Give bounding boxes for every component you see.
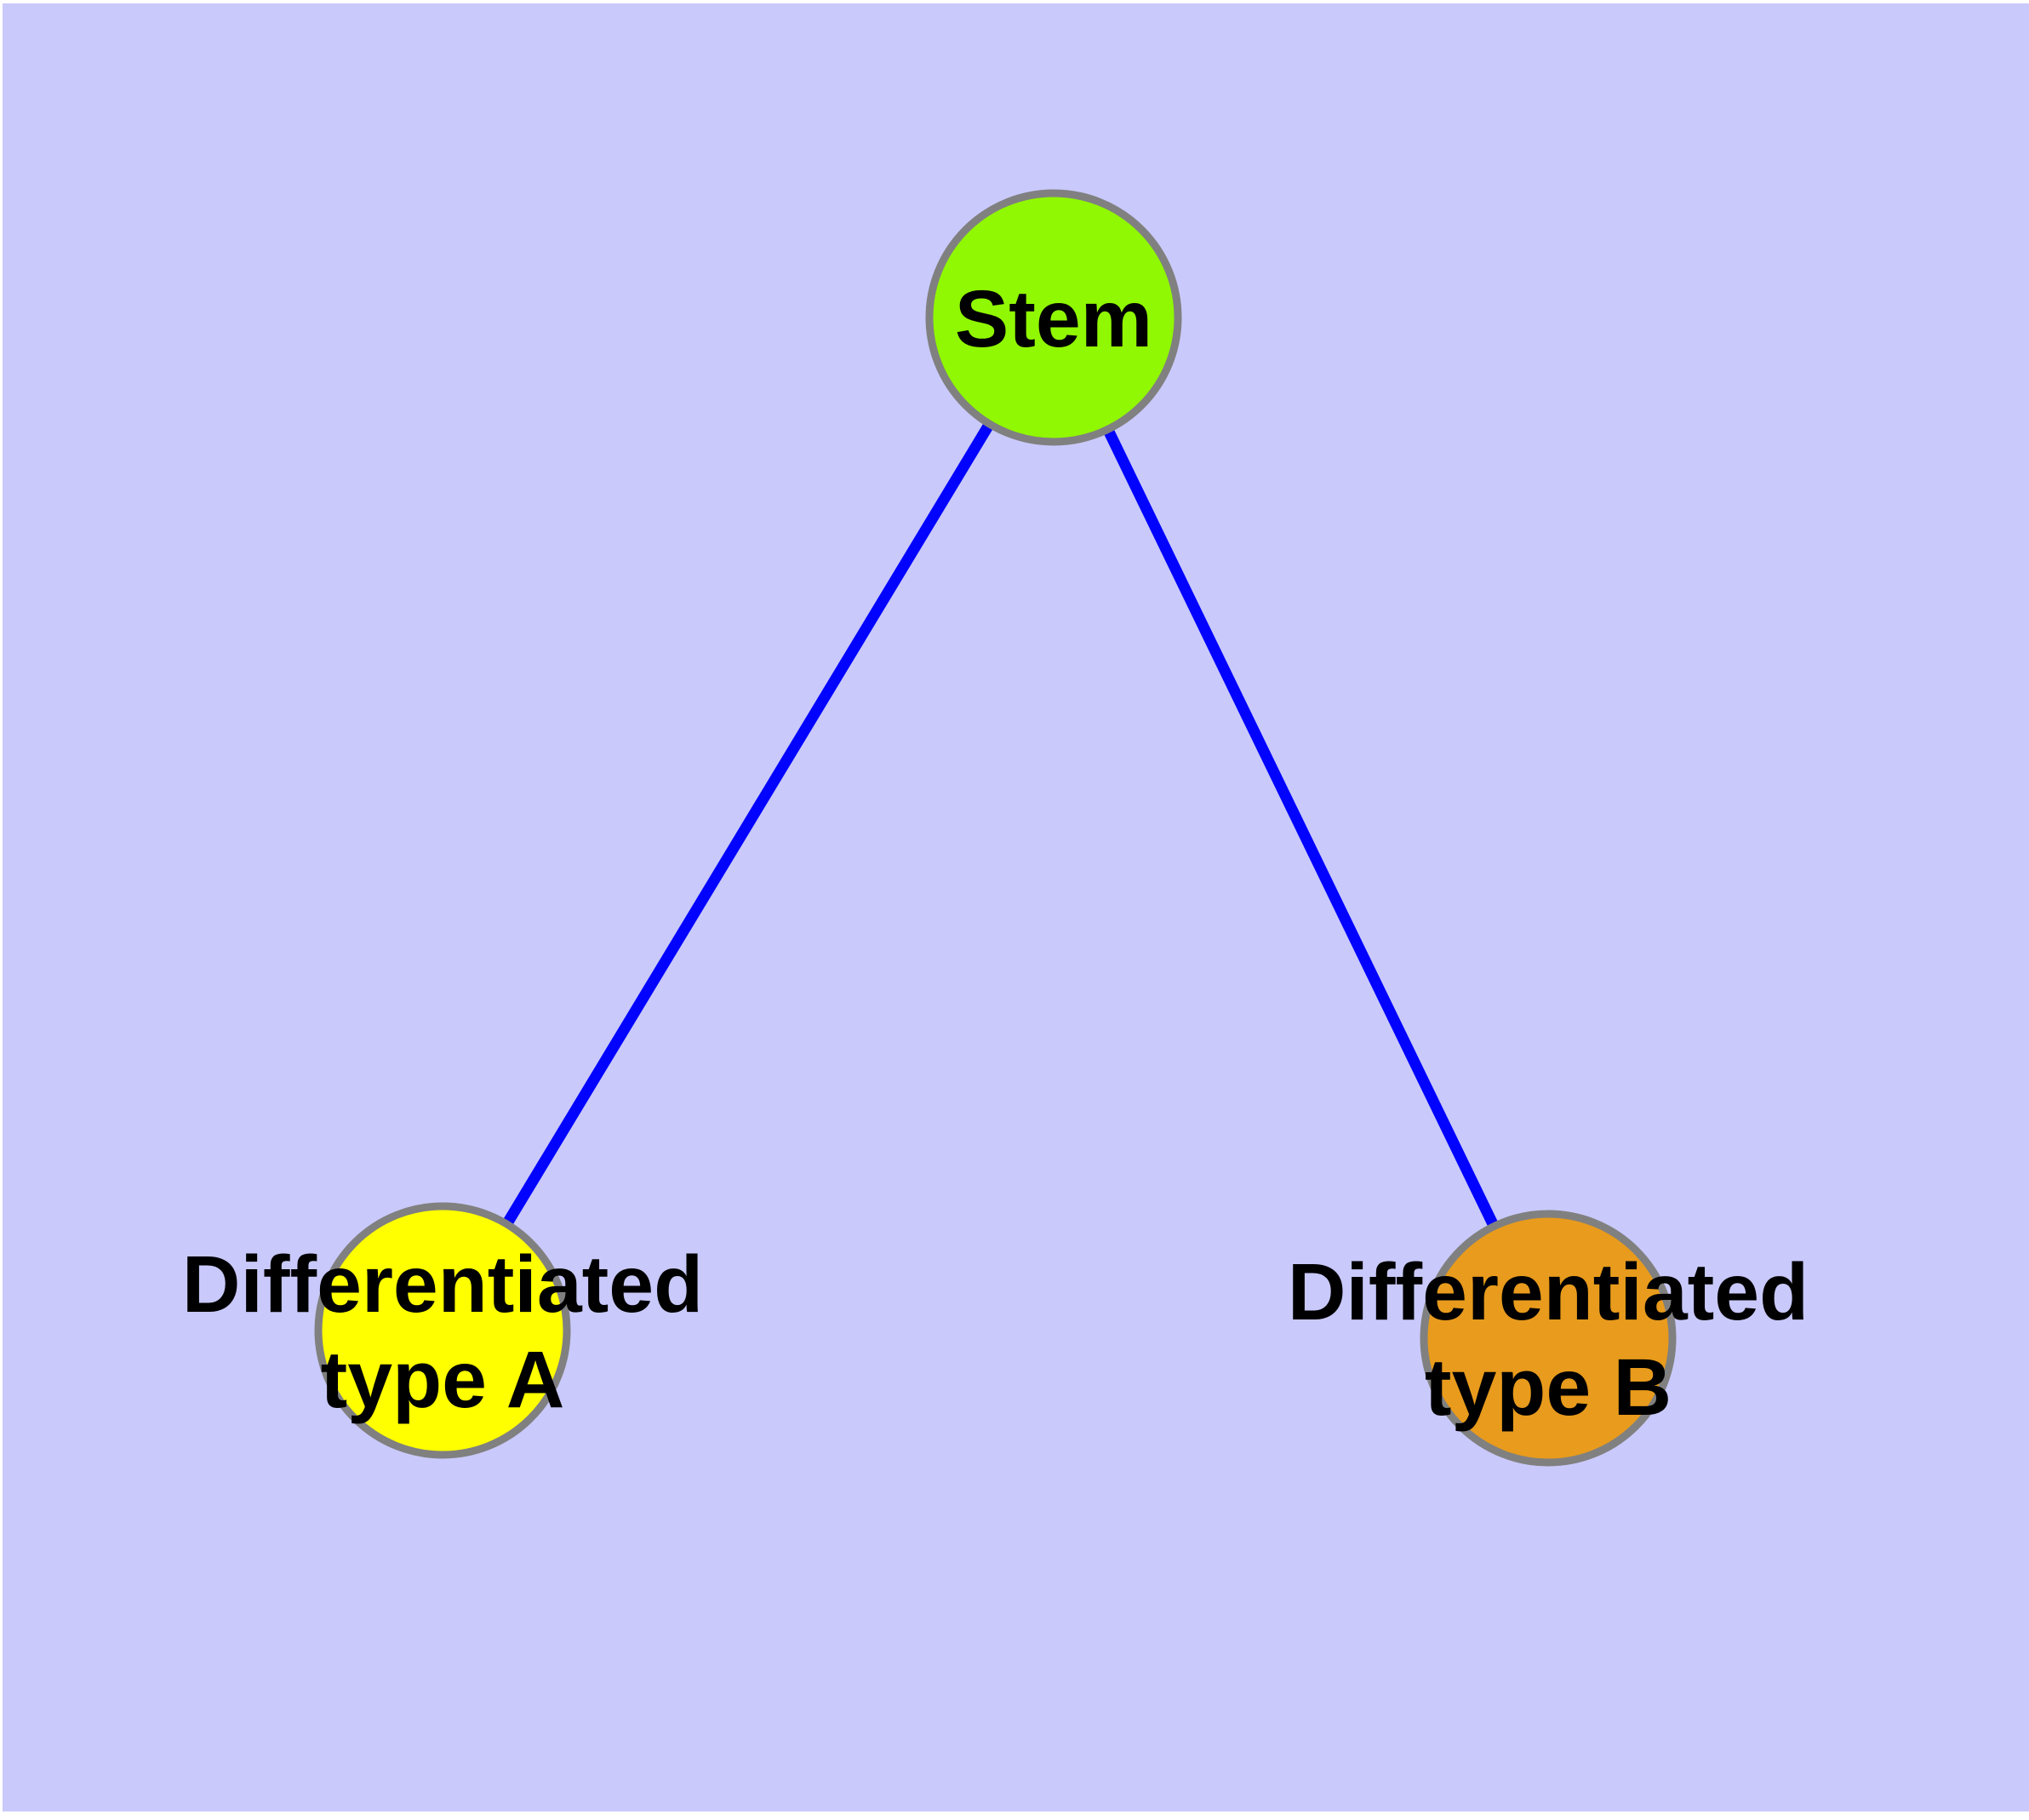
label-layer: Stem Differentiated type A Differentiate… — [182, 274, 1809, 1433]
edge-stem-to-type-b — [1049, 315, 1553, 1341]
edge-stem-to-type-a — [437, 314, 1059, 1334]
node-type-b-label-line-1: Differentiated — [1288, 1247, 1809, 1337]
node-type-b-label-line-2: type B — [1425, 1342, 1672, 1433]
node-stem-circle — [925, 189, 1182, 446]
node-layer — [314, 189, 1677, 1467]
node-type-b-circle — [1420, 1210, 1677, 1467]
edge-layer — [437, 314, 1553, 1341]
node-stem-label: Stem — [955, 274, 1152, 364]
node-type-a-circle — [314, 1202, 571, 1459]
node-type-a-label-line-2: type A — [321, 1335, 565, 1425]
node-type-a-label-line-1: Differentiated — [182, 1239, 703, 1330]
